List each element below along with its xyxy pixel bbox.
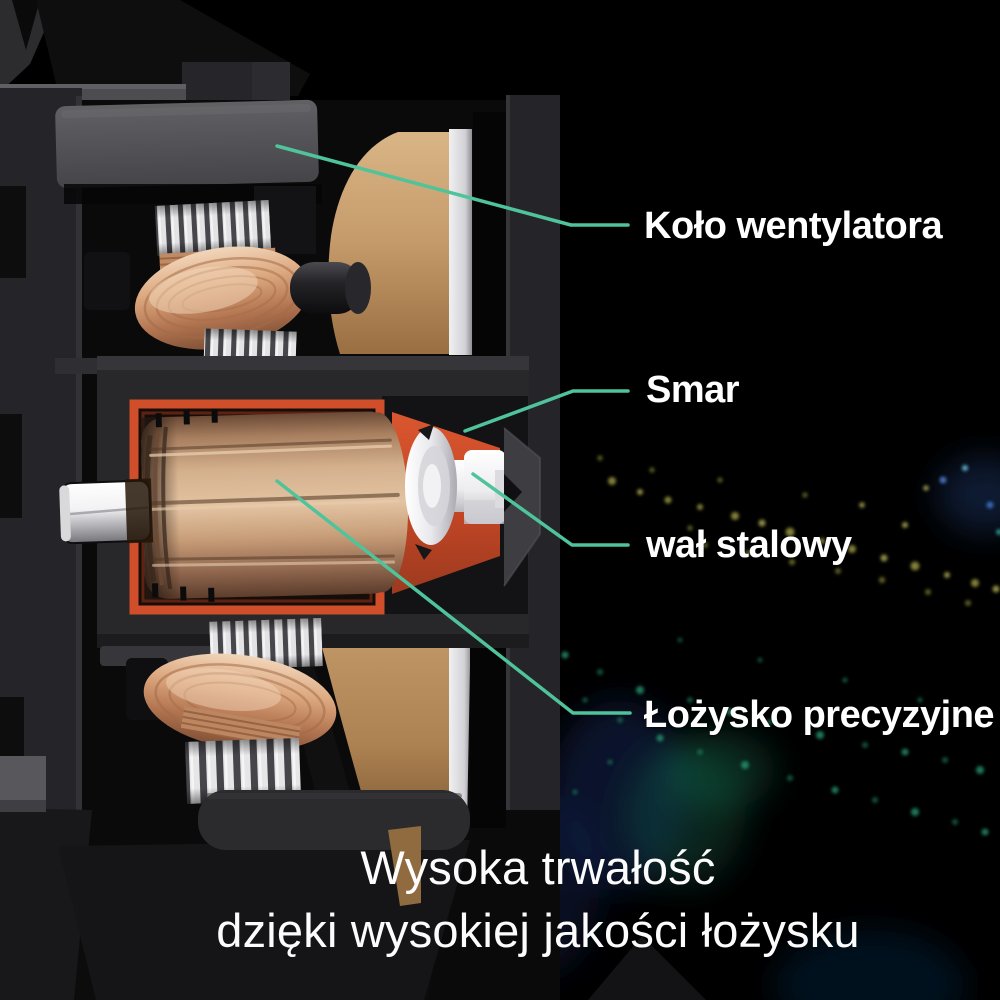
base-foreground — [0, 756, 706, 1000]
leader-line-fan-wheel — [275, 144, 630, 227]
bokeh-dots — [561, 455, 1000, 836]
callout-label-fan-wheel: Koło wentylatora — [644, 205, 943, 247]
bokeh-glow-patches — [480, 457, 1000, 1000]
steel-shaft-left — [59, 478, 154, 545]
leader-line-steel-shaft — [471, 472, 630, 547]
callout-leader-lines — [275, 144, 632, 715]
copper-coil-top — [134, 246, 310, 350]
fan-wheel-pad — [55, 99, 319, 189]
precision-bearing-assembly — [405, 424, 512, 560]
stator-top-assembly — [55, 99, 371, 378]
callout-label-steel-shaft: wał stalowy — [646, 524, 852, 566]
callout-label-precision-bearing: Łożysko precyzyjne — [644, 694, 995, 736]
callout-label-grease: Smar — [646, 369, 740, 411]
caption-line-1: Wysoka trwałość — [360, 841, 716, 894]
fan-wheel-bottom-section — [318, 618, 449, 830]
rotor-shaft-stub — [290, 262, 362, 314]
fan-wheel-bottom-sliver — [388, 826, 421, 906]
rotor — [140, 408, 409, 602]
stator-bottom-assembly — [126, 618, 337, 804]
leader-line-precision-bearing — [275, 479, 632, 715]
motor-core-assembly — [59, 356, 541, 674]
lamination-stack-bottom-lower — [184, 737, 302, 804]
caption: Wysoka trwałość dzięki wysokiej jakości … — [88, 836, 988, 962]
caption-line-2: dzięki wysokiej jakości łożysku — [216, 904, 860, 957]
leader-line-grease — [463, 389, 630, 433]
